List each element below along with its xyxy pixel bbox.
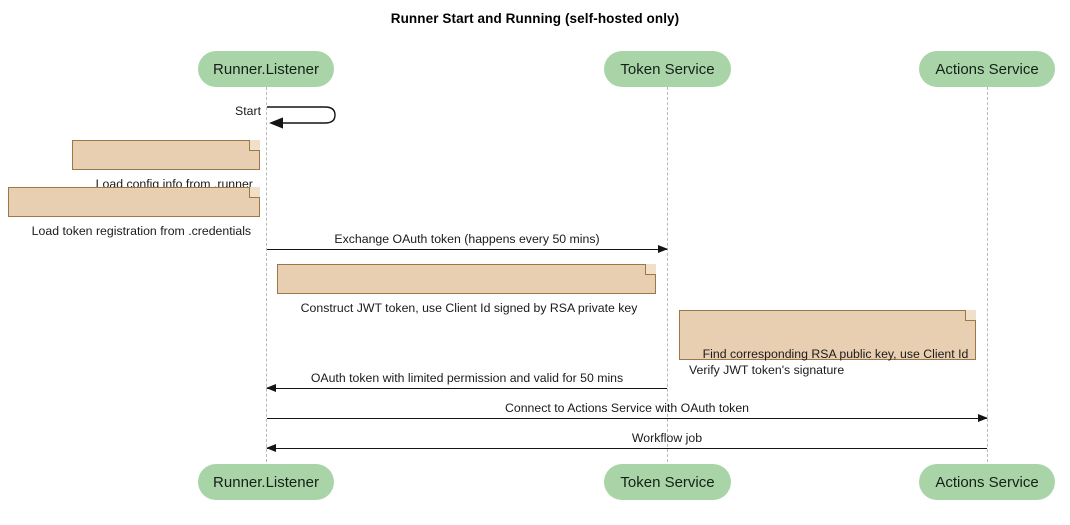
participant-label: Token Service	[620, 473, 715, 491]
participant-label: Runner.Listener	[213, 473, 319, 491]
message-label: Start	[235, 104, 261, 118]
message-label: Exchange OAuth token (happens every 50 m…	[334, 232, 600, 246]
note-fold-icon	[645, 264, 656, 275]
arrowhead-right-icon	[658, 244, 668, 253]
message-line	[267, 448, 987, 449]
participant-label: Actions Service	[935, 473, 1039, 491]
note-fold-icon	[249, 187, 260, 198]
note-verify-jwt-signature: Find corresponding RSA public key, use C…	[679, 310, 976, 377]
participant-label: Token Service	[620, 60, 715, 78]
message-label: Workflow job	[631, 431, 703, 445]
lifeline-actions	[987, 87, 988, 462]
message-line	[267, 249, 667, 250]
participant-actions-bottom[interactable]: Actions Service	[919, 464, 1055, 500]
message-start[interactable]: Start	[235, 104, 337, 132]
note-text: Construct JWT token, use Client Id signe…	[300, 301, 638, 315]
participant-runner-top[interactable]: Runner.Listener	[198, 51, 334, 87]
note-load-token-registration: Load token registration from .credential…	[8, 187, 260, 238]
arrowhead-left-icon	[266, 443, 276, 452]
participant-runner-bottom[interactable]: Runner.Listener	[198, 464, 334, 500]
lifeline-token	[667, 87, 668, 462]
participant-label: Runner.Listener	[213, 60, 319, 78]
message-label: Connect to Actions Service with OAuth to…	[504, 401, 750, 415]
participant-token-bottom[interactable]: Token Service	[604, 464, 731, 500]
arrowhead-right-icon	[978, 413, 988, 422]
note-load-config: Load config info from .runner	[72, 140, 260, 191]
page-title: Runner Start and Running (self-hosted on…	[390, 11, 680, 26]
message-label: OAuth token with limited permission and …	[310, 371, 624, 385]
message-line	[267, 388, 667, 389]
note-fold-icon	[965, 310, 976, 321]
self-loop-arrow	[267, 106, 336, 129]
note-fold-icon	[249, 140, 260, 151]
message-line	[267, 418, 987, 419]
participant-label: Actions Service	[935, 60, 1039, 78]
lifeline-runner	[266, 87, 267, 462]
arrowhead-left-icon	[266, 383, 276, 392]
note-text: Find corresponding RSA public key, use C…	[689, 347, 969, 377]
participant-actions-top[interactable]: Actions Service	[919, 51, 1055, 87]
note-text: Load token registration from .credential…	[31, 224, 252, 238]
participant-token-top[interactable]: Token Service	[604, 51, 731, 87]
note-construct-jwt-token: Construct JWT token, use Client Id signe…	[277, 264, 656, 315]
